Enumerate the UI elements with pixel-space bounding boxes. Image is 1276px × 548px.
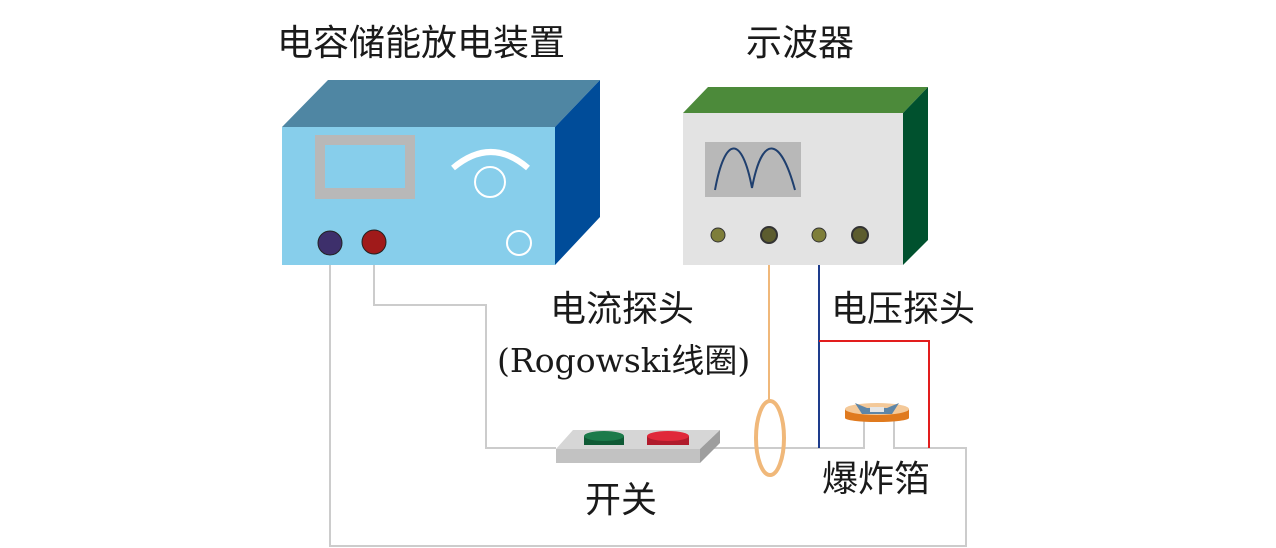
wire-foil-return	[329, 260, 967, 547]
switch-label: 开关	[585, 480, 658, 521]
current-probe-label: 电流探头	[550, 289, 695, 330]
wire-switch-to-foil	[706, 420, 865, 449]
capacitor-device-label: 电容储能放电装置	[277, 23, 566, 64]
capacitor-terminal-red[interactable]	[361, 229, 387, 255]
oscilloscope-knob-4[interactable]	[851, 226, 869, 244]
switch-green-button[interactable]	[584, 431, 624, 441]
wiring	[329, 260, 967, 547]
current-probe-note-label: (Rogowski线圈)	[497, 341, 751, 380]
switch-side-face	[700, 430, 720, 463]
oscilloscope-side-face	[903, 87, 928, 265]
switch-device	[556, 430, 720, 463]
oscilloscope-knob-2[interactable]	[760, 226, 778, 244]
switch-red-button[interactable]	[647, 431, 689, 441]
capacitor-side-face	[555, 80, 600, 265]
exploding-foil-label: 爆炸箔	[822, 459, 931, 500]
oscilloscope-top-face	[683, 87, 928, 113]
oscilloscope-knob-3[interactable]	[811, 227, 827, 243]
foil-bridge-center	[870, 407, 884, 412]
capacitor-dial-knob[interactable]	[474, 166, 506, 198]
exploding-foil-device	[845, 403, 909, 422]
voltage-probe-red-wire	[819, 340, 930, 448]
capacitor-power-button[interactable]	[506, 230, 532, 256]
voltage-probe-label: 电压探头	[831, 289, 976, 330]
oscilloscope-waveform	[714, 147, 796, 191]
capacitor-terminal-purple[interactable]	[317, 230, 343, 256]
oscilloscope-knob-1[interactable]	[710, 227, 726, 243]
rogowski-coil	[754, 399, 786, 477]
capacitor-display-screen	[325, 145, 405, 188]
switch-front-face	[556, 449, 700, 463]
foil-disc-bottom	[845, 414, 909, 422]
capacitor-device	[282, 80, 600, 265]
oscilloscope-device	[683, 87, 928, 265]
oscilloscope-label: 示波器	[746, 23, 855, 64]
capacitor-top-face	[282, 80, 600, 127]
capacitor-dial-arc	[451, 149, 530, 171]
wire-capacitor-to-switch	[373, 260, 556, 449]
switch-top-face	[556, 430, 720, 449]
